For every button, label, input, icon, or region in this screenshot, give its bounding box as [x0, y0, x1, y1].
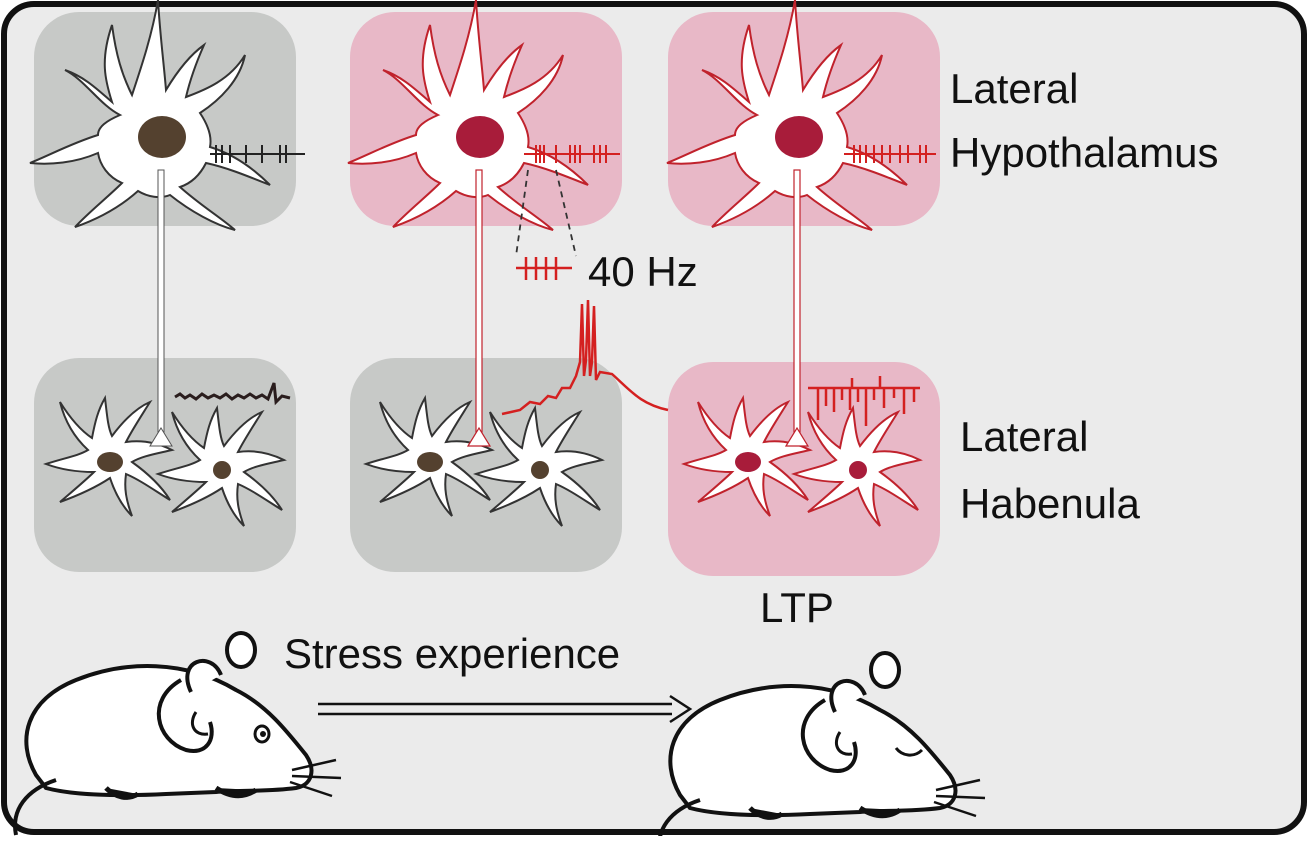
neuron-icon	[347, 0, 589, 231]
voltage-trace-icon	[501, 299, 669, 416]
mouse-icon	[659, 653, 985, 836]
panel-lhb-stimulated	[350, 358, 622, 572]
panel-lh-naive	[29, 0, 305, 231]
neuron-icon	[29, 0, 271, 231]
voltage-trace-icon	[808, 376, 920, 426]
region-label-top-1: Lateral	[950, 65, 1078, 112]
ltp-label: LTP	[760, 584, 834, 631]
burst-icon	[516, 257, 572, 280]
spike-train-icon	[210, 145, 305, 163]
neuron-icon	[683, 397, 811, 517]
region-label-bottom-2: Habenula	[960, 480, 1140, 527]
mouse-icon	[15, 633, 341, 835]
voltage-trace-icon	[174, 382, 291, 406]
neuron-icon	[666, 0, 908, 231]
axon-stimulated	[466, 169, 492, 447]
neuron-icon	[475, 407, 603, 527]
spike-train-icon	[844, 145, 936, 163]
panel-lh-stressed	[666, 0, 940, 231]
region-label-bottom-1: Lateral	[960, 413, 1088, 460]
spike-train-icon	[524, 145, 620, 163]
frequency-label: 40 Hz	[588, 248, 698, 295]
axon-stressed	[784, 169, 810, 447]
arrow-icon	[318, 694, 693, 724]
panel-lhb-naive	[34, 358, 296, 572]
neuron-icon	[157, 407, 285, 527]
region-label-top-2: Hypothalamus	[950, 129, 1218, 176]
panel-lhb-stressed	[668, 362, 940, 576]
transition-label: Stress experience	[284, 630, 620, 677]
neuron-icon	[45, 397, 173, 517]
axon-naive	[149, 169, 173, 447]
neuron-icon	[793, 407, 921, 527]
panel-lh-stimulated	[347, 0, 622, 231]
zoom-indicator	[515, 169, 577, 257]
neuron-icon	[365, 397, 493, 517]
